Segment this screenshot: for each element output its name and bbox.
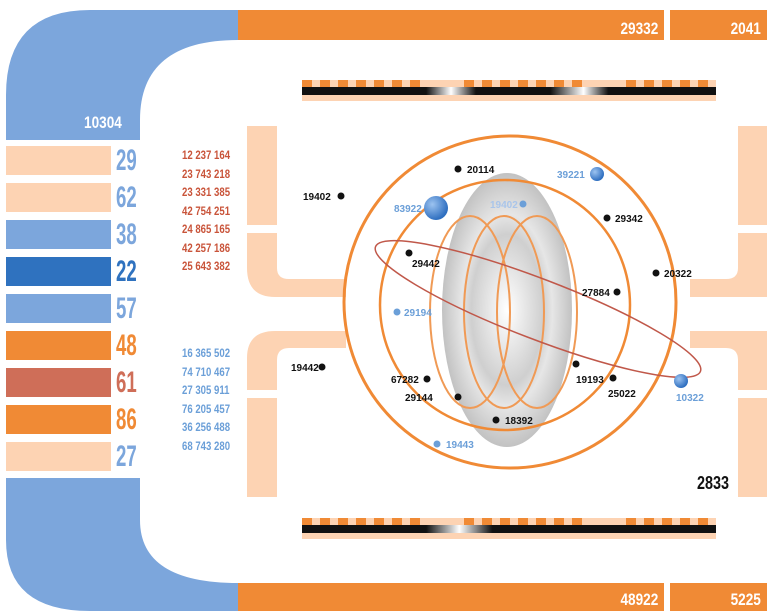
stripe-bar[interactable] xyxy=(6,331,111,360)
core-loop-1 xyxy=(429,215,511,409)
orbit-diagram: 20114 19402 39221 83922 19402 29342 2944… xyxy=(291,134,704,470)
planet-right xyxy=(674,374,688,388)
bracket-mid-right-lower xyxy=(690,331,767,390)
marker-39221: 39221 xyxy=(557,170,585,181)
core-loop-2 xyxy=(463,215,545,409)
red-code: 24 865 165 xyxy=(182,222,231,236)
bracket-bottom-right xyxy=(738,398,767,497)
bottom-bar-value: 48922 xyxy=(620,590,658,609)
bracket-mid-right-upper xyxy=(690,233,767,297)
outer-ring xyxy=(342,134,678,470)
bracket-mid-left-upper xyxy=(247,233,346,297)
brackets xyxy=(247,126,767,497)
marker-83922: 83922 xyxy=(394,204,422,215)
scanner-bottom xyxy=(302,518,716,539)
red-code: 42 754 251 xyxy=(182,203,231,218)
stripe-bar[interactable] xyxy=(6,183,111,212)
blue-code: 27 305 911 xyxy=(182,383,230,397)
blue-code: 68 743 280 xyxy=(182,438,231,453)
stripe-value: 38 xyxy=(116,218,137,251)
marker-67282: 67282 xyxy=(391,375,419,386)
red-code: 12 237 164 xyxy=(182,148,231,162)
stripe-value: 57 xyxy=(116,292,137,325)
bracket-bottom-left xyxy=(247,398,277,497)
marker-27884: 27884 xyxy=(582,288,610,299)
bracket-mid-left-lower xyxy=(247,331,346,390)
stripe-value: 62 xyxy=(116,181,137,214)
stripe-value: 27 xyxy=(116,440,137,473)
marker-29194: 29194 xyxy=(404,308,432,319)
marker-20322: 20322 xyxy=(664,269,692,280)
scanner-top xyxy=(302,80,716,101)
red-code: 42 257 186 xyxy=(182,240,231,255)
marker-19443: 19443 xyxy=(446,440,474,451)
side-frame-bottom-shape xyxy=(6,478,238,611)
planet-top-right xyxy=(590,167,604,181)
marker-18392: 18392 xyxy=(505,416,533,427)
marker-19442: 19442 xyxy=(291,363,319,374)
stripe-value: 22 xyxy=(116,255,137,288)
blue-code: 36 256 488 xyxy=(182,420,231,434)
planet-large xyxy=(424,196,448,220)
bottom-bar-main: 48922 xyxy=(238,583,664,611)
stripe-value: 61 xyxy=(116,366,137,399)
stripe-value: 29 xyxy=(116,144,137,177)
stripe-bar[interactable] xyxy=(6,368,111,397)
stripe-bar[interactable] xyxy=(6,405,111,434)
bracket-top-right xyxy=(738,126,767,225)
bottom-bar-side: 5225 xyxy=(670,583,767,611)
top-bar-main: 29332 xyxy=(238,10,664,40)
red-code: 23 743 218 xyxy=(182,166,231,181)
red-code: 25 643 382 xyxy=(182,259,231,273)
core-loop-3 xyxy=(496,215,578,409)
stripe-bar[interactable] xyxy=(6,294,111,323)
marker-29342: 29342 xyxy=(615,214,643,225)
stripe-value: 48 xyxy=(116,329,137,362)
bracket-top-left xyxy=(247,126,277,225)
marker-10322: 10322 xyxy=(676,393,704,404)
stripe-bar[interactable] xyxy=(6,220,111,249)
marker-19193: 19193 xyxy=(576,375,604,386)
blue-code: 74 710 467 xyxy=(182,364,231,379)
top-bar-side-value: 2041 xyxy=(730,19,761,38)
marker-29442: 29442 xyxy=(412,259,440,270)
marker-25022: 25022 xyxy=(608,389,636,400)
red-code: 23 331 385 xyxy=(182,185,231,199)
stripe-bar[interactable] xyxy=(6,146,111,175)
bottom-bar-side-value: 5225 xyxy=(730,590,761,609)
top-bar-value: 29332 xyxy=(620,19,658,38)
top-bar-side: 2041 xyxy=(670,10,767,40)
marker-20114: 20114 xyxy=(467,165,495,176)
corner-value: 2833 xyxy=(697,473,730,493)
side-frame-shape xyxy=(6,10,238,140)
inner-ring xyxy=(378,178,632,432)
blue-code: 76 205 457 xyxy=(182,401,231,416)
marker-19402a: 19402 xyxy=(303,192,331,203)
marker-29144: 29144 xyxy=(405,393,433,404)
stripe-value: 86 xyxy=(116,403,137,436)
marker-19402b: 19402 xyxy=(490,200,518,211)
blue-code: 16 365 502 xyxy=(182,346,231,360)
stripe-bar[interactable] xyxy=(6,257,111,286)
stripe-bar[interactable] xyxy=(6,442,111,471)
tilted-orbit xyxy=(374,239,702,379)
side-panel-label: 10304 xyxy=(84,113,122,132)
